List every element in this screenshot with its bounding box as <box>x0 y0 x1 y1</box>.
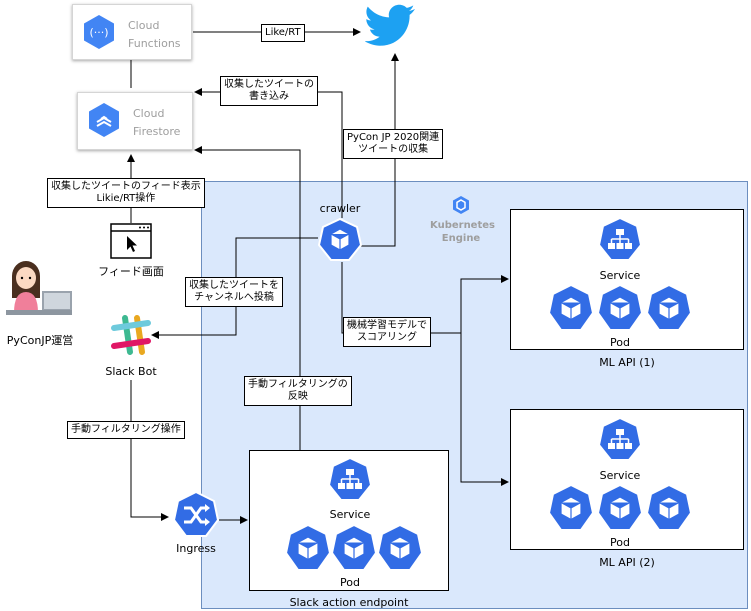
crawler-pod-icon <box>318 218 362 261</box>
ml-api-1-pod-label: Pod <box>610 336 630 349</box>
cloud-firestore-card: Cloud Firestore <box>77 92 193 150</box>
edge-label-like-rt: Like/RT <box>261 24 305 42</box>
pod-icon <box>376 524 424 571</box>
edge-crawler-firestore <box>194 88 343 218</box>
edge-crawler-twitter <box>360 53 399 247</box>
pod-icon <box>596 284 644 331</box>
slack-endpoint-service-icon <box>327 457 373 501</box>
pod-icon <box>596 484 644 531</box>
operator-label: PyConJP運営 <box>6 334 74 347</box>
ml-api-1-pods <box>547 284 693 331</box>
crawler-label: crawler <box>319 202 361 215</box>
slack-endpoint-service-label: Service <box>329 508 371 521</box>
edge-label-manual-filter-reflect: 手動フィルタリングの 反映 <box>244 376 352 406</box>
operator-person-icon <box>6 261 72 315</box>
slack-endpoint-pods <box>284 524 424 571</box>
cloud-firestore-icon <box>89 103 119 137</box>
pod-icon <box>547 484 595 531</box>
edge-label-write-tweets: 収集したツイートの 書き込み <box>220 76 318 106</box>
cloud-functions-card: (···) Cloud Functions <box>72 4 192 60</box>
kubernetes-engine-label: Kubernetes Engine <box>430 220 495 244</box>
edge-endpoint-firestore <box>194 146 301 450</box>
svg-text:(···): (···) <box>89 26 108 39</box>
edge-label-manual-filter-op: 手動フィルタリング操作 <box>67 421 185 439</box>
slack-endpoint-caption: Slack action endpoint <box>289 596 409 609</box>
ml-api-1-service-icon <box>597 217 643 261</box>
pod-icon <box>645 284 693 331</box>
slack-logo-icon <box>111 315 151 355</box>
edge-label-ml-scoring: 機械学習モデルで スコアリング <box>343 317 431 347</box>
cloud-functions-icon: (···) <box>84 15 114 49</box>
cloud-firestore-label: Cloud Firestore <box>133 107 181 138</box>
ml-api-2-caption: ML API (2) <box>599 556 655 569</box>
ml-api-2-pod-label: Pod <box>610 536 630 549</box>
ml-api-2-pods <box>547 484 693 531</box>
ingress-label: Ingress <box>176 542 216 555</box>
cloud-functions-label: Cloud Functions <box>128 19 181 50</box>
edge-label-post-channel: 収集したツイートを チャンネルへ投稿 <box>185 277 283 307</box>
pod-icon <box>547 284 595 331</box>
slack-endpoint-pod-label: Pod <box>340 576 360 589</box>
edge-crawler-ml2 <box>460 333 509 486</box>
pod-icon <box>645 484 693 531</box>
edge-label-collect-tweets: PyCon JP 2020関連 ツイートの収集 <box>343 129 444 159</box>
ml-api-1-caption: ML API (1) <box>599 356 655 369</box>
slack-bot-label: Slack Bot <box>105 365 157 378</box>
ml-api-2-service-label: Service <box>599 469 641 482</box>
edge-slackbot-ingress <box>130 380 169 521</box>
ml-api-1-service-label: Service <box>599 269 641 282</box>
feed-screen-icon <box>110 223 152 259</box>
pod-icon <box>330 524 378 571</box>
pod-icon <box>284 524 332 571</box>
kubernetes-engine-icon <box>453 196 469 214</box>
ingress-icon <box>172 491 220 537</box>
twitter-bird-icon <box>365 4 415 46</box>
ml-api-2-service-icon <box>597 417 643 461</box>
feed-screen-label: フィード画面 <box>98 265 164 278</box>
edge-label-feed-display: 収集したツイートのフィード表示 Likie/RT操作 <box>47 178 205 208</box>
